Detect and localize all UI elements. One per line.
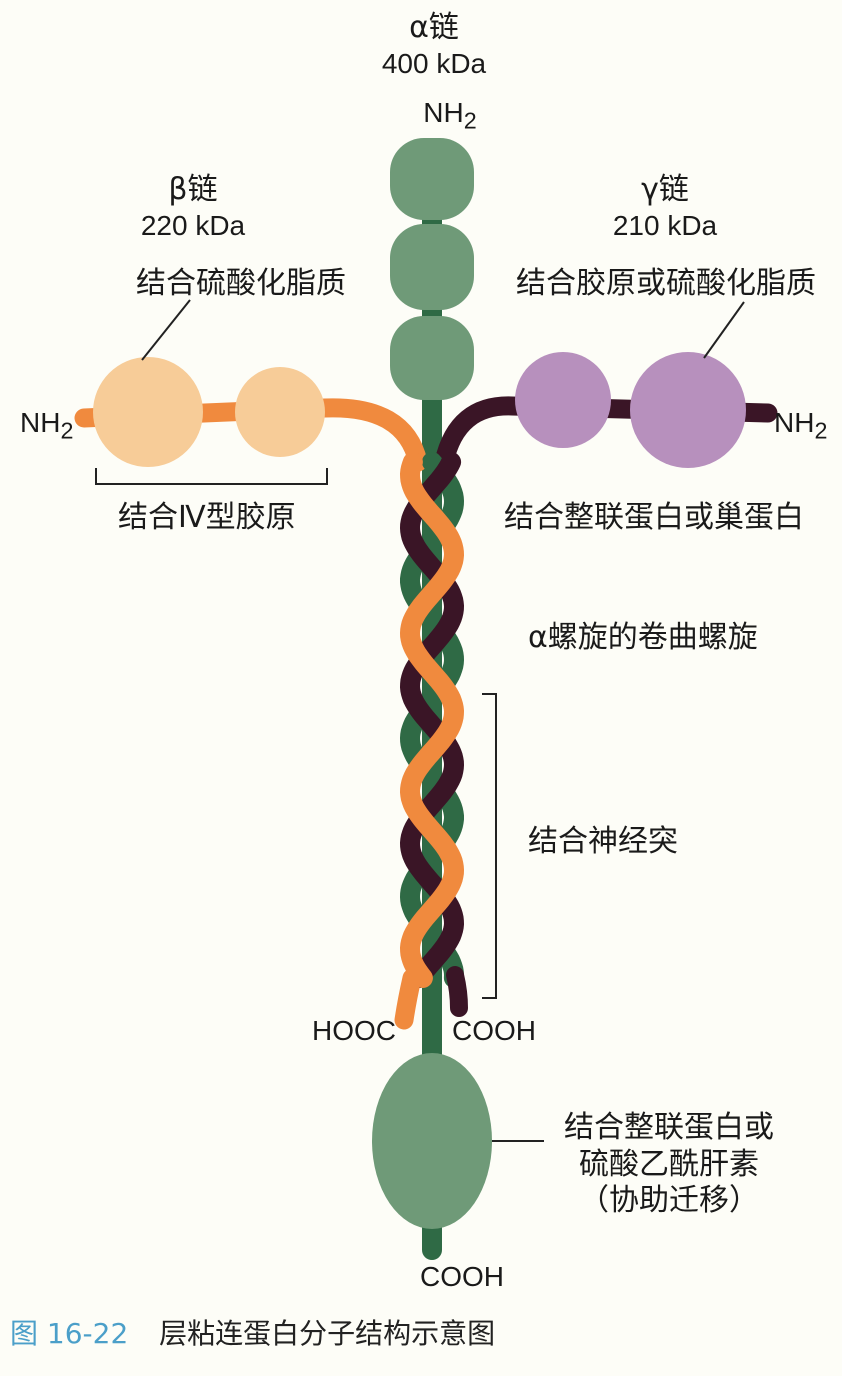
coiled-coil-helix [399,452,465,988]
gamma-chain-arm [434,396,778,472]
neurite-bracket [482,693,497,999]
gamma-chain-mass: 210 kDa [612,209,718,241]
alpha-chain-name: α链 [409,10,459,45]
beta-chain-arm [74,398,428,472]
gamma-globule-1 [515,352,611,448]
gamma-c-terminal-tail [446,966,468,1017]
alpha-c-terminal-globule [372,1053,492,1229]
gamma-globule-2 [630,352,746,468]
beta-n-terminus: NH2 [20,407,74,444]
gamma-n-terminus: NH2 [774,407,828,444]
gamma-globule-annotation: 结合胶原或硫酸化脂质 [516,266,816,301]
beta-c-terminal-tail [394,968,422,1030]
gamma-globule-leader [703,301,745,359]
alpha-chain-mass: 400 kDa [381,47,487,79]
beta-globule-annotation: 结合硫酸化脂质 [136,266,346,301]
helix-strand-beta [399,452,465,988]
neurite-annotation: 结合神经突 [528,824,678,859]
integrin-nidogen-annotation: 结合整联蛋白或巢蛋白 [504,500,804,535]
coiled-coil-annotation: α螺旋的卷曲螺旋 [528,620,758,655]
beta-chain-mass: 220 kDa [140,209,246,241]
gamma-chain-name: γ链 [641,172,689,207]
beta-chain-label: β链 220 kDa [128,172,258,243]
cooh-terminus-bottom: COOH [420,1261,504,1292]
figure-number: 图 16-22 [10,1317,129,1350]
alpha-chain-label: α链 400 kDa [374,10,494,81]
collagen-bracket [95,468,328,485]
figure-title: 层粘连蛋白分子结构示意图 [159,1317,496,1350]
cooh-terminus-right: COOH [452,1015,536,1046]
collagen-annotation: 结合Ⅳ型胶原 [118,500,296,535]
beta-globule-leader [141,299,191,361]
beta-globule-2 [235,367,325,457]
beta-globule-1 [93,357,203,467]
alpha-globule-3 [390,316,474,400]
c-terminal-annotation: 结合整联蛋白或 硫酸乙酰肝素 （协助迁移） [564,1110,774,1219]
beta-chain-name: β链 [168,172,218,207]
hooc-terminus: HOOC [312,1015,396,1046]
alpha-globule-1 [390,138,474,220]
figure-caption: 图 16-22 层粘连蛋白分子结构示意图 [10,1312,495,1352]
alpha-n-terminus: NH2 [423,97,477,134]
gamma-chain-label: γ链 210 kDa [600,172,730,243]
alpha-globule-2 [390,224,474,310]
